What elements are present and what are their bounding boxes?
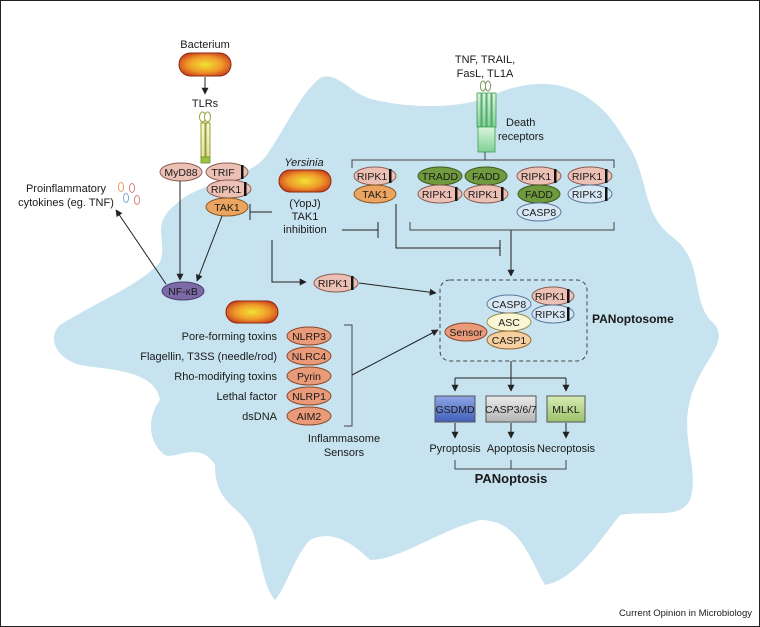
inflammasome-trigger: Flagellin, T3SS (needle/rod) [140, 351, 277, 363]
tlr-tak1-label: TAK1 [214, 202, 240, 214]
nfkb-node [161, 281, 205, 301]
tlrs-label: TLRs [192, 98, 219, 110]
c5-ripk1-label: RIPK1 [572, 171, 603, 183]
panoptosis-label: PANoptosis [475, 471, 548, 486]
tnf-line1: TNF, TRAIL, [455, 54, 515, 66]
inflammasome-trigger: Rho-modifying toxins [174, 371, 277, 383]
trif-label: TRIF [211, 167, 234, 179]
tnf-line2: FasL, TL1A [457, 68, 514, 80]
inflammasome-sensor-node [286, 386, 332, 406]
c5-ripk3-node [567, 184, 613, 204]
footer-credit: Current Opinion in Microbiology [619, 608, 752, 619]
outcome-label: Necroptosis [537, 443, 596, 455]
c2-ripk1-node [417, 184, 463, 204]
p-sensor-node [444, 322, 488, 342]
p-ripk3-node [531, 304, 575, 324]
panoptosome-label: PANoptosome [592, 312, 674, 326]
inflammasome-trigger: Lethal factor [216, 391, 277, 403]
c4-fadd-label: FADD [525, 189, 553, 201]
proinflammatory-line1: Proinflammatory [26, 183, 107, 195]
panoptosome-box [439, 279, 588, 362]
c4-casp8-node [516, 202, 562, 222]
free-ripk1-label: RIPK1 [318, 278, 349, 290]
c1-ripk1-label: RIPK1 [357, 171, 388, 183]
outcome-label: Pyroptosis [429, 443, 481, 455]
bacterium-label: Bacterium [180, 39, 230, 51]
inflammasome-sensor-label: AIM2 [297, 411, 322, 423]
death-line2: receptors [498, 131, 544, 143]
free-ripk1-node [313, 273, 359, 293]
outcome-label: Apoptosis [487, 443, 536, 455]
p-ripk1-label: RIPK1 [535, 291, 566, 303]
c1-tak1-label: TAK1 [362, 189, 388, 201]
yopj-line3: inhibition [283, 224, 326, 236]
inflammasome-sensor-node [286, 346, 332, 366]
yersinia-bacterium [278, 169, 332, 193]
c4-ripk1-label: RIPK1 [521, 171, 552, 183]
inflammasome-sensor-node [286, 326, 332, 346]
executioner-box [485, 395, 537, 423]
inflammasome-bacterium [225, 300, 279, 324]
p-asc-label: ASC [498, 317, 520, 329]
inflammasome-sensor-node [286, 406, 332, 426]
c1-tak1-node [353, 184, 397, 204]
inflammasome-sensor-label: NLRP1 [292, 391, 326, 403]
inflammasome-sensor-node [286, 366, 332, 386]
p-casp1-node [486, 330, 532, 350]
inflammasome-trigger: dsDNA [242, 411, 278, 423]
tlr-receptor [199, 111, 211, 164]
p-casp1-label: CASP1 [492, 335, 527, 347]
p-casp8-label: CASP8 [492, 299, 527, 311]
executioner-label: CASP3/6/7 [485, 404, 537, 416]
inflammasome-sensor-label: NLRC4 [292, 351, 327, 363]
c3-ripk1-label: RIPK1 [468, 189, 499, 201]
myd88-label: MyD88 [164, 167, 197, 179]
inflammasome-sensor-label: Pyrin [297, 371, 321, 383]
executioner-label: MLKL [552, 404, 580, 416]
death-receptor-icon [476, 80, 497, 153]
proinflammatory-line2: cytokines (eg. TNF) [18, 197, 114, 209]
inflammasome-sensor-label: NLRP3 [292, 331, 326, 343]
inflammasome-label-line2: Sensors [324, 447, 365, 459]
executioner-box [546, 395, 586, 423]
executioner-box [434, 395, 476, 423]
executioner-label: GSDMD [435, 404, 475, 416]
bacterium [178, 52, 232, 77]
cytokines-icon [117, 182, 141, 205]
c3-ripk1-node [463, 184, 509, 204]
p-ripk3-label: RIPK3 [535, 309, 566, 321]
c5-ripk3-label: RIPK3 [572, 189, 603, 201]
inflammasome-label-line1: Inflammasome [308, 433, 380, 445]
myd88-node [159, 162, 203, 182]
c4-casp8-label: CASP8 [522, 207, 557, 219]
tlr-ripk1-label: RIPK1 [211, 184, 242, 196]
death-line1: Death [506, 117, 535, 129]
nfkb-label: NF-κB [168, 286, 198, 298]
yopj-line2: TAK1 [292, 211, 319, 223]
c2-tradd-label: TRADD [422, 171, 459, 183]
c2-ripk1-label: RIPK1 [422, 189, 453, 201]
c3-fadd-label: FADD [472, 171, 500, 183]
yopj-line1: (YopJ) [289, 198, 320, 210]
yersinia-label: Yersinia [284, 157, 323, 169]
p-sensor-label: Sensor [449, 327, 483, 339]
tlr-tak1-node [205, 197, 249, 217]
inflammasome-trigger: Pore-forming toxins [182, 331, 278, 343]
